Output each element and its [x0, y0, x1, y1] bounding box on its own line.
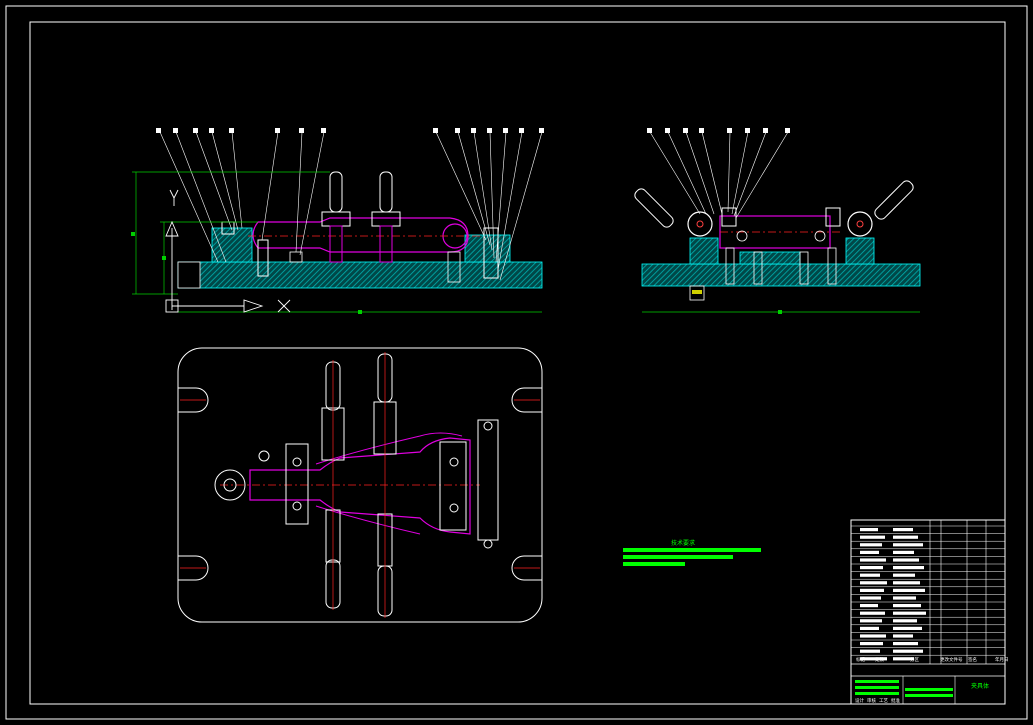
title-block-cell-text	[893, 619, 917, 623]
title-block-col-header: 年月日	[995, 656, 1009, 663]
outer-frame	[5, 5, 1028, 720]
title-block-signature-label: 批准	[891, 697, 900, 704]
title-block-cell-text	[893, 634, 913, 638]
title-block-cell-text	[893, 581, 920, 585]
top-view	[177, 347, 543, 623]
title-block-signature-label: 设计	[855, 697, 864, 704]
inner-frame	[29, 21, 1006, 705]
title-block-signature-label: 工艺	[879, 698, 888, 704]
title-block-cell-text	[893, 573, 915, 577]
title-block-cell-text	[860, 596, 881, 600]
title-block-cell-text	[893, 649, 923, 653]
title-block-cell-text	[860, 649, 880, 653]
title-block-cell-text	[860, 611, 885, 615]
title-block-col-header: 标记	[856, 656, 865, 663]
title-block-cell-text	[893, 657, 914, 661]
front-view	[131, 128, 544, 314]
title-block-signature-label: 审核	[867, 697, 876, 704]
title-block-cell-text	[893, 543, 923, 547]
title-block-cell-text	[860, 573, 880, 577]
title-block-col-header: 签名	[968, 656, 977, 663]
title-block-cell-text	[860, 528, 878, 532]
title-block-cell-text	[860, 543, 882, 547]
title-block-cell-text	[893, 566, 924, 570]
title-block-cell-text	[893, 550, 914, 554]
title-block-cell-text	[893, 642, 918, 646]
title-block-cell-text	[860, 657, 887, 661]
title-block-cell-text	[860, 634, 886, 638]
title-block-col-header: 分区	[910, 656, 919, 663]
title-block-cell-text	[893, 528, 913, 532]
title-block-cell-text	[893, 558, 919, 562]
title-block-cell-text	[893, 535, 918, 539]
title-block-cell-text	[860, 604, 878, 608]
title-block-cell-text	[860, 642, 883, 646]
title-block-cell-text	[893, 611, 926, 615]
title-block-cell-text	[893, 626, 922, 630]
technical-notes: 技术要求	[623, 539, 761, 566]
drawing-name: 夹具体	[971, 682, 989, 690]
title-block-cell-text	[860, 588, 884, 592]
title-block-cell-text	[860, 581, 887, 585]
title-block-cell-text	[893, 596, 916, 600]
title-block-cell-text	[860, 566, 883, 570]
title-block-cell-text	[860, 558, 886, 562]
title-block: 标记 处数 分区 更改文件号签名 年月日设计审核工艺批准 夹具体	[850, 519, 1009, 705]
title-block-cell-text	[893, 604, 921, 608]
title-block-col-header: 处数	[875, 656, 884, 663]
title-block-cell-text	[860, 626, 879, 630]
title-block-cell-text	[860, 535, 885, 539]
notes-heading: 技术要求	[671, 539, 695, 547]
title-block-cell-text	[860, 550, 879, 554]
title-block-cell-text	[893, 588, 925, 592]
title-block-col-header: 更改文件号	[940, 656, 963, 663]
side-view	[634, 128, 921, 314]
title-block-cell-text	[860, 619, 882, 623]
